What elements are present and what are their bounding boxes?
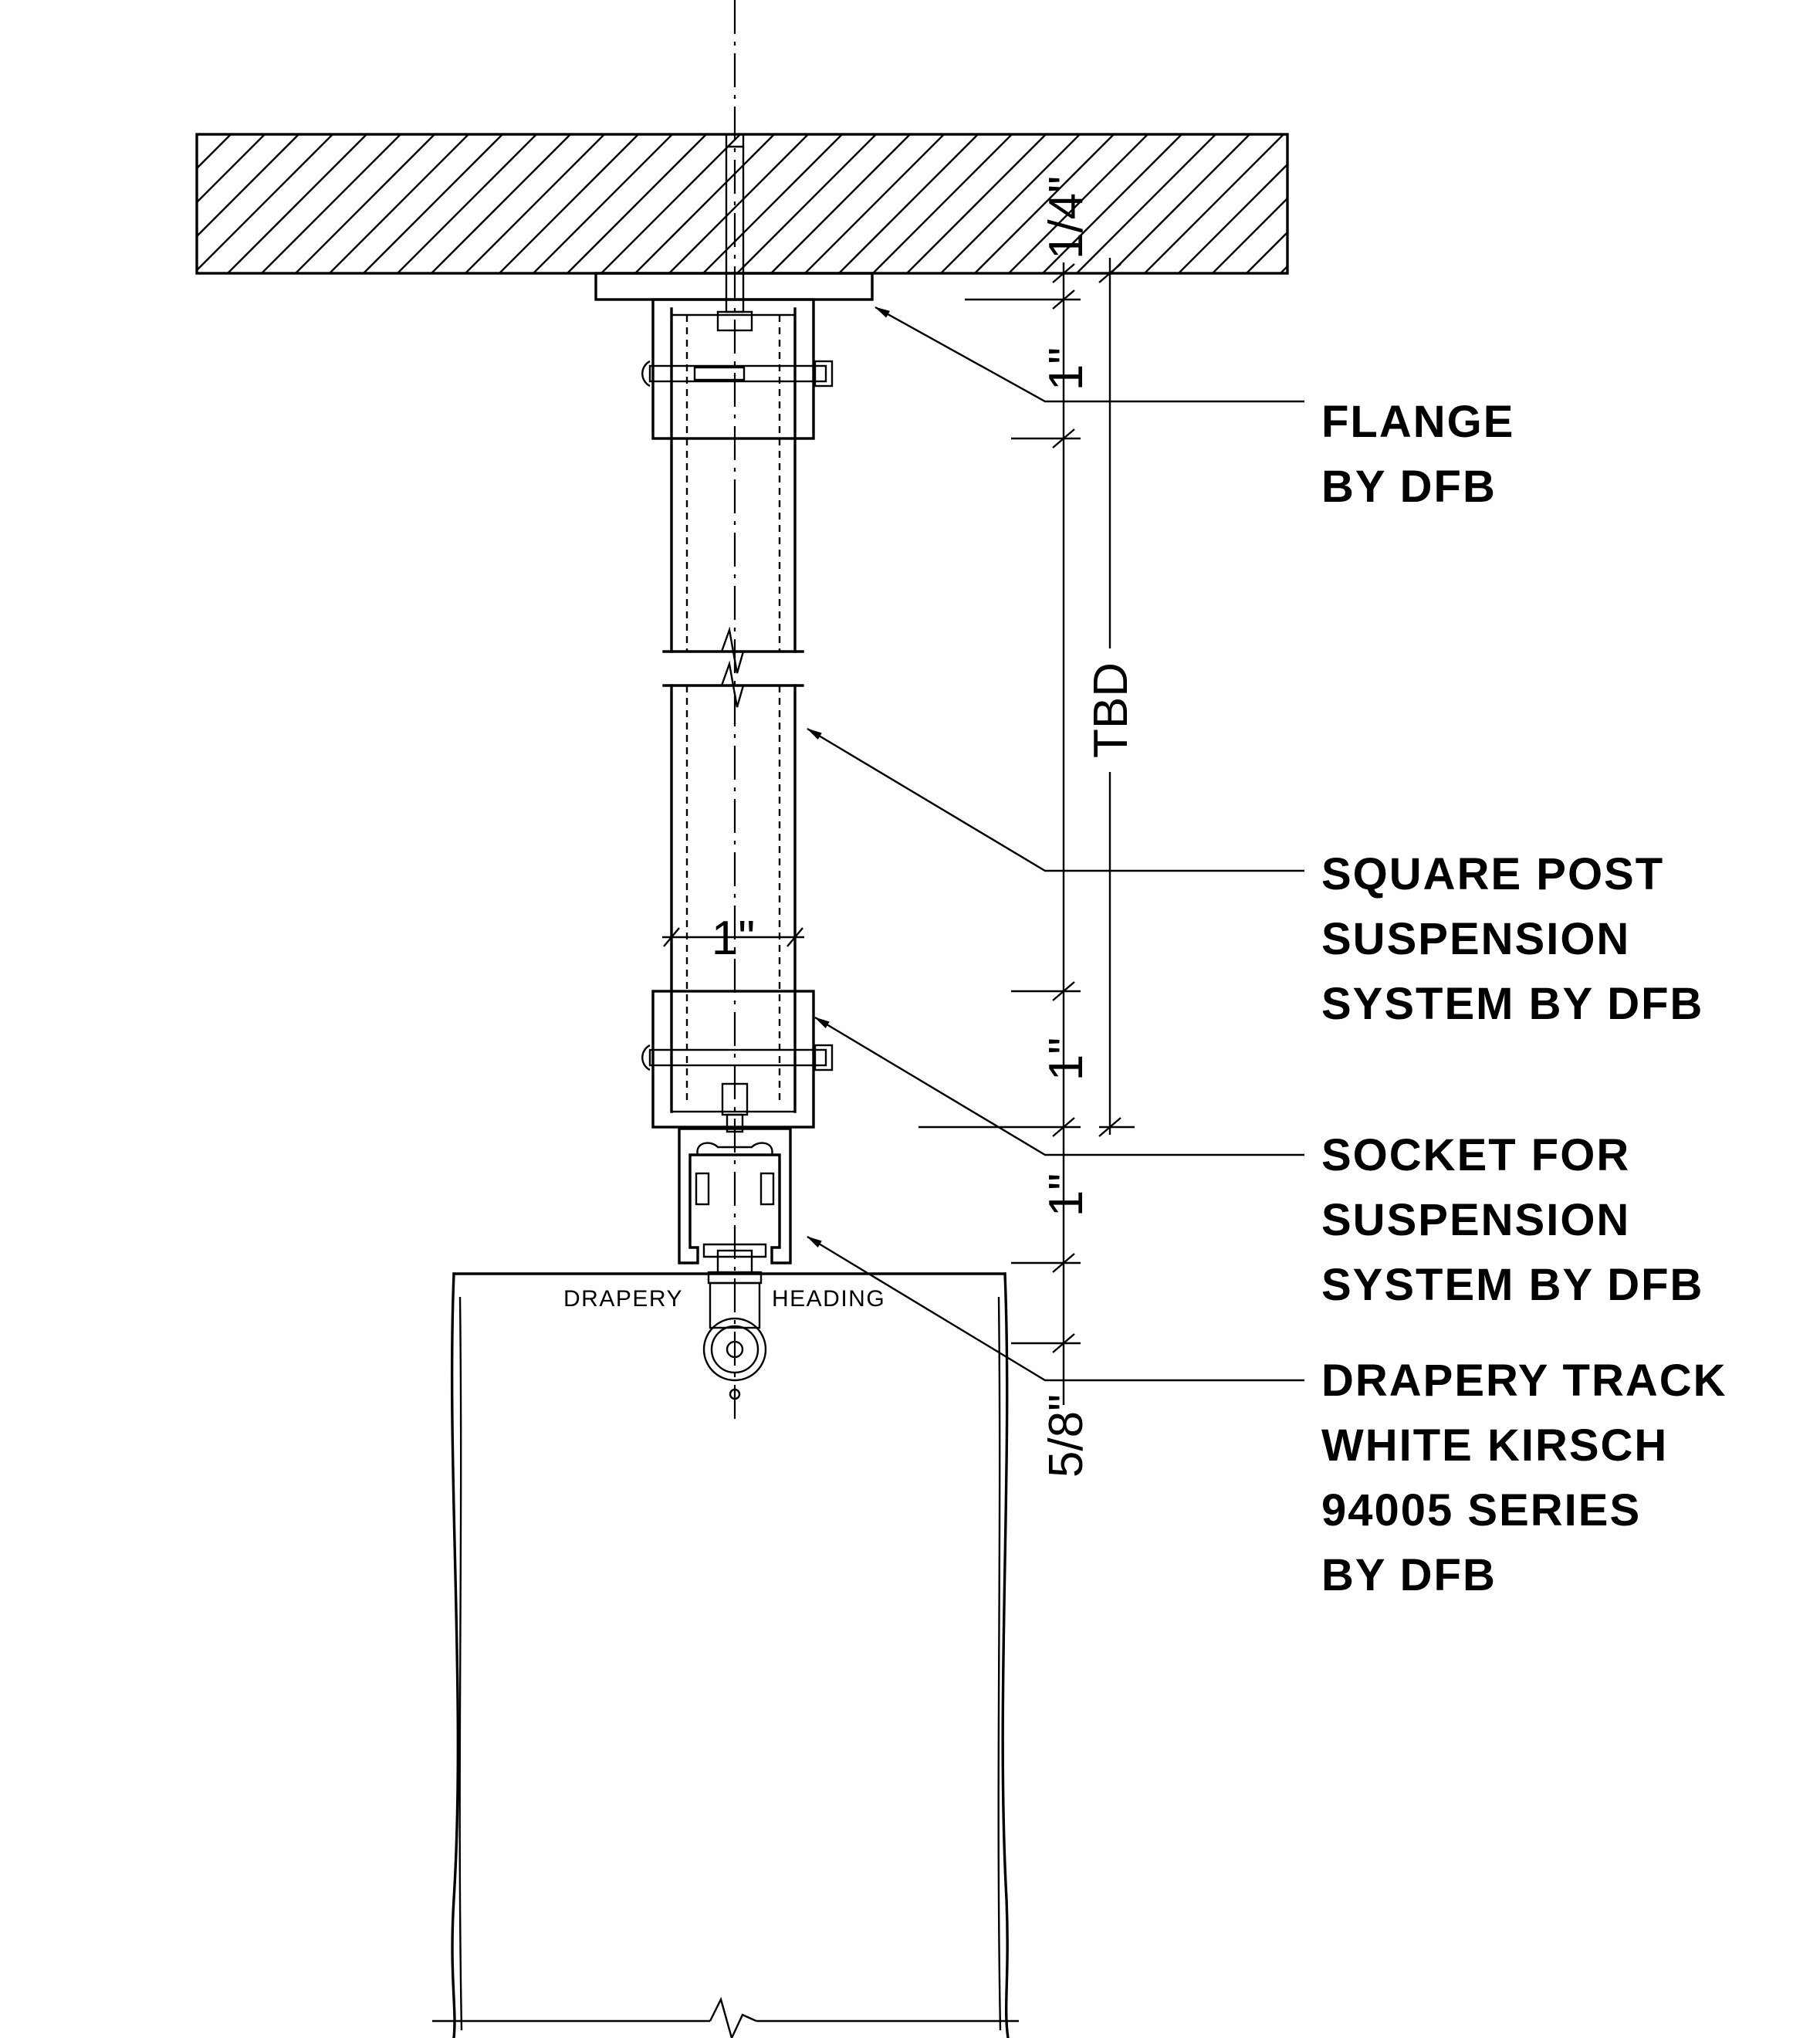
callout-track: DRAPERY TRACK WHITE KIRSCH 94005 SERIES … [1321, 1356, 1727, 1600]
upper-socket [641, 298, 834, 440]
slab-hatch-line [1042, 134, 1182, 273]
slab-hatch-line [1178, 163, 1287, 273]
svg-text:DRAPERY TRACK: DRAPERY TRACK [1321, 1356, 1727, 1406]
socket-depth-top-text: 1" [1040, 347, 1093, 391]
svg-text:94005 SERIES: 94005 SERIES [1321, 1485, 1641, 1535]
slab-hatch-line [634, 134, 775, 273]
svg-text:SYSTEM BY DFB: SYSTEM BY DFB [1321, 979, 1703, 1029]
slab-hatch-line [702, 134, 843, 273]
slab-hatch-line [397, 134, 537, 273]
slab-hatch-line [940, 134, 1081, 273]
slab-hatch-line [227, 134, 367, 273]
callout-post: SQUARE POST SUSPENSION SYSTEM BY DFB [1321, 849, 1703, 1029]
post-width-dimension: 1" [662, 912, 804, 965]
svg-text:SQUARE POST: SQUARE POST [1321, 849, 1664, 899]
anchor-bolt [716, 133, 753, 332]
slab-hatch-line [736, 134, 877, 273]
slab-hatch-line [1416, 134, 1555, 273]
slab-hatch-line [1008, 134, 1148, 273]
slab-hatch-line [770, 134, 911, 273]
slab-hatch-line [499, 134, 639, 273]
socket-depth-bottom-text: 1" [1040, 1038, 1093, 1082]
slab-hatch-line [1076, 134, 1216, 273]
slab-hatch-line [1382, 134, 1521, 273]
svg-text:BY DFB: BY DFB [1321, 1550, 1497, 1600]
flange-thickness-text: 1/4" [1040, 176, 1093, 259]
svg-text:SUSPENSION: SUSPENSION [1321, 914, 1630, 964]
svg-text:SUSPENSION: SUSPENSION [1321, 1195, 1630, 1245]
slab-hatch-line [1212, 197, 1287, 273]
slab-hatch-line [329, 134, 469, 273]
slab-hatch-line [197, 134, 266, 204]
slab-hatch-line [197, 134, 232, 170]
slab-hatch-line [1314, 134, 1453, 273]
leaders [807, 306, 1304, 1382]
svg-text:WHITE KIRSCH: WHITE KIRSCH [1321, 1420, 1668, 1471]
slab-hatch-line [533, 134, 673, 273]
slab-hatch-line [906, 134, 1047, 273]
drapery-label: DRAPERY [563, 1286, 683, 1312]
heading-label: HEADING [772, 1286, 885, 1312]
slab-hatch-line [465, 134, 605, 273]
slab-hatch-line [1280, 265, 1287, 273]
slab-hatch-line [804, 134, 945, 273]
svg-text:FLANGE: FLANGE [1321, 397, 1514, 447]
slab-hatch-line [600, 134, 741, 273]
slab-hatch-line [1246, 231, 1287, 273]
callout-flange: FLANGE BY DFB [1321, 397, 1514, 512]
slab-hatch-line [197, 134, 198, 136]
lower-socket [641, 990, 834, 1133]
slab-hatch-line [567, 134, 707, 273]
ceiling-slab [195, 133, 1555, 275]
slab-hatch-line [668, 134, 809, 273]
drapery-panel [432, 1272, 1019, 2038]
post-width-text: 1" [712, 912, 756, 965]
slab-hatch-line [363, 134, 503, 273]
overall-height-text: TBD [1084, 662, 1138, 758]
svg-text:SOCKET FOR: SOCKET FOR [1321, 1130, 1630, 1180]
slab-hatch-line [1144, 134, 1284, 273]
stacked-dimensions: 1/4" 1" 1" 1" 5/8" [918, 176, 1093, 1478]
slab-hatch-line [431, 134, 571, 273]
svg-text:BY DFB: BY DFB [1321, 462, 1497, 512]
slab-hatch-line [838, 134, 979, 273]
callout-socket: SOCKET FOR SUSPENSION SYSTEM BY DFB [1321, 1130, 1703, 1310]
slab-hatch-line [974, 134, 1115, 273]
slab-hatch-line [197, 134, 299, 238]
slab-hatch-line [1110, 134, 1250, 273]
track-depth-text: 1" [1040, 1173, 1093, 1217]
svg-text:SYSTEM BY DFB: SYSTEM BY DFB [1321, 1260, 1703, 1310]
slab-hatch-line [261, 134, 401, 273]
slab-hatch-line [295, 134, 435, 273]
slab-hatch-line [197, 134, 333, 272]
slab-hatch-line [1348, 134, 1487, 273]
heading-drop-text: 5/8" [1040, 1394, 1093, 1478]
overall-height-dimension: TBD [1084, 258, 1138, 1137]
slab-hatch-line [872, 134, 1013, 273]
